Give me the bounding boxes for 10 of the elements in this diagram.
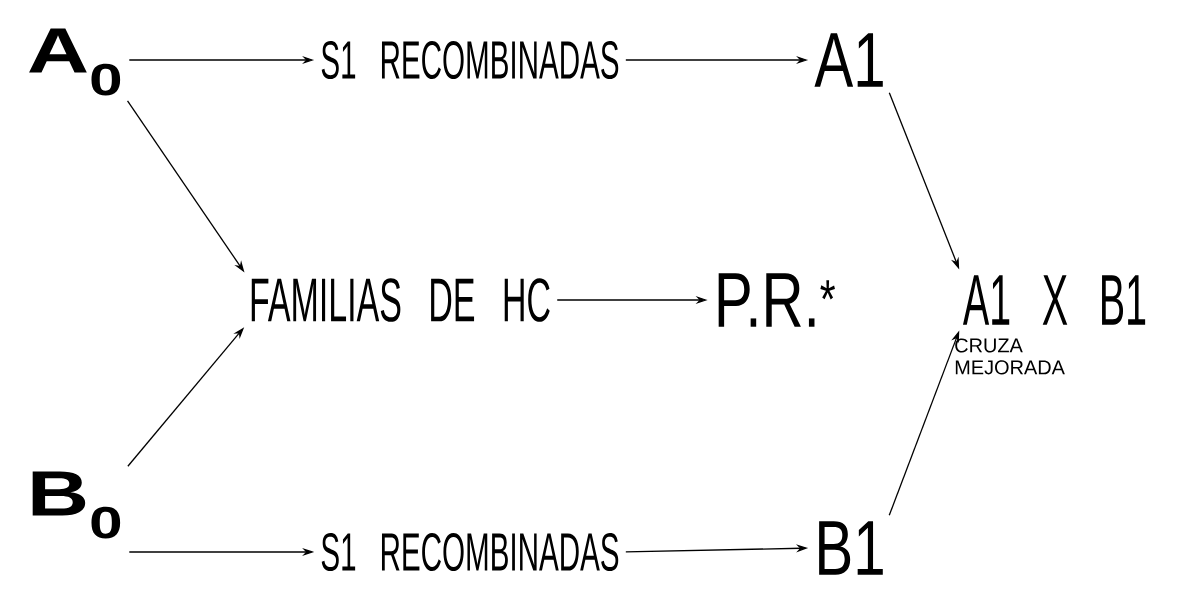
letter-label: A$_{0}$ [29, 28, 121, 96]
text-label: B1 [819, 521, 883, 575]
text-label: S1 RECOMBINADAS [321, 532, 619, 572]
text-label: FAMILIAS DE HC [251, 278, 550, 322]
text-label: A1 [814, 33, 883, 87]
letter-label: B$_{0}$ [32, 471, 121, 539]
text-label: P.R.$^{*}$ [718, 273, 835, 327]
caption-text: CRUZA MEJORADA [955, 338, 1065, 375]
text-label: A1 X B1 [963, 275, 1146, 325]
text-label: S1 RECOMBINADAS [321, 40, 619, 80]
